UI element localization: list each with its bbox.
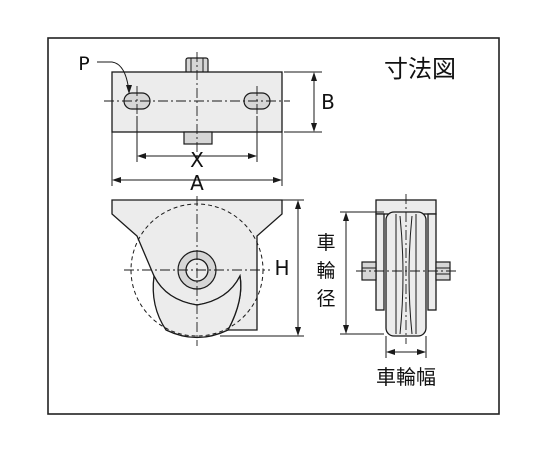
wheel-width-dimension: 車輪幅 (376, 336, 436, 389)
front-view (111, 196, 283, 346)
label-x: X (190, 148, 204, 172)
label-wheel-width: 車輪幅 (376, 365, 436, 389)
label-b: B (321, 90, 335, 114)
x-dimension: X (136, 116, 258, 172)
top-view (104, 52, 290, 160)
a-dimension: A (111, 132, 283, 195)
wheel-diameter-dimension: 車 輪 径 (316, 211, 384, 335)
label-wheel-diameter-3: 径 (316, 288, 335, 310)
label-wheel-diameter-1: 車 (316, 232, 335, 254)
label-wheel-diameter-2: 輪 (316, 260, 335, 282)
side-bracket-right (427, 213, 437, 311)
p-dimension: P (78, 53, 132, 94)
drawing-frame (47, 37, 500, 415)
h-dimension: H (220, 199, 304, 337)
label-p: P (78, 53, 89, 75)
side-view (356, 194, 458, 344)
axle-boss (183, 131, 213, 145)
drawing-title: 寸法図 (384, 55, 456, 83)
side-bracket-left (375, 213, 385, 311)
label-h: H (274, 256, 289, 280)
label-a: A (190, 171, 204, 195)
b-dimension: B (284, 71, 335, 133)
